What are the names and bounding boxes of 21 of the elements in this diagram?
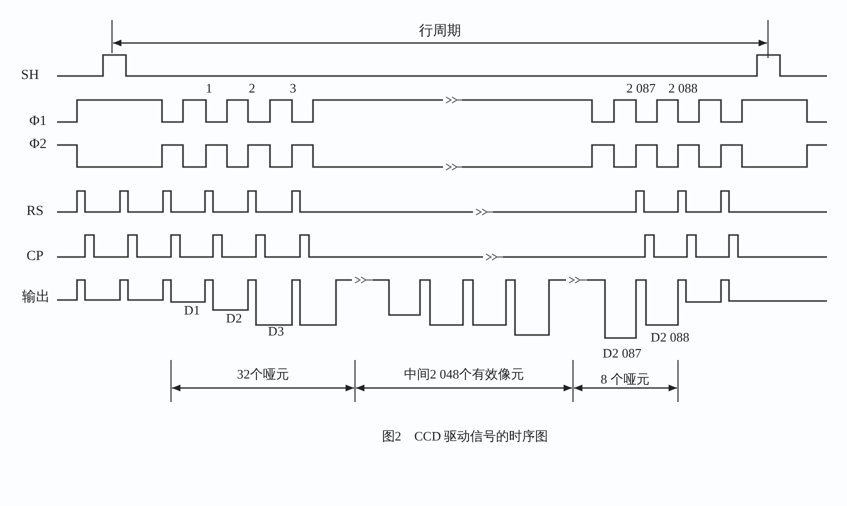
pulse-number: 2 087 — [626, 82, 656, 94]
pulse-number: 2 088 — [668, 82, 698, 94]
signal-label: Φ1 — [29, 115, 47, 129]
signal-label: RS — [26, 205, 44, 219]
dimension-label: 8 个哑元 — [600, 372, 650, 386]
pulse-number: 2 — [248, 82, 256, 94]
signal-label: CP — [26, 250, 44, 264]
caption: 图2 CCD 驱动信号的时序图 — [382, 430, 548, 442]
data-label: D2 087 — [602, 346, 642, 360]
pulse-number: 3 — [290, 82, 296, 94]
dimension-label: 32个哑元 — [237, 368, 289, 380]
data-label: D3 — [268, 324, 284, 338]
signal-label: Φ2 — [29, 138, 47, 152]
data-label: D2 088 — [650, 330, 690, 344]
pulse-number: 1 — [206, 82, 212, 94]
data-label: D1 — [184, 304, 200, 316]
dimension-label: 中间2 048个有效像元 — [404, 368, 524, 380]
dimension-label: 行周期 — [419, 25, 461, 39]
data-label: D2 — [226, 312, 242, 324]
signal-label: 输出 — [22, 291, 50, 305]
signal-label: SH — [21, 69, 39, 83]
